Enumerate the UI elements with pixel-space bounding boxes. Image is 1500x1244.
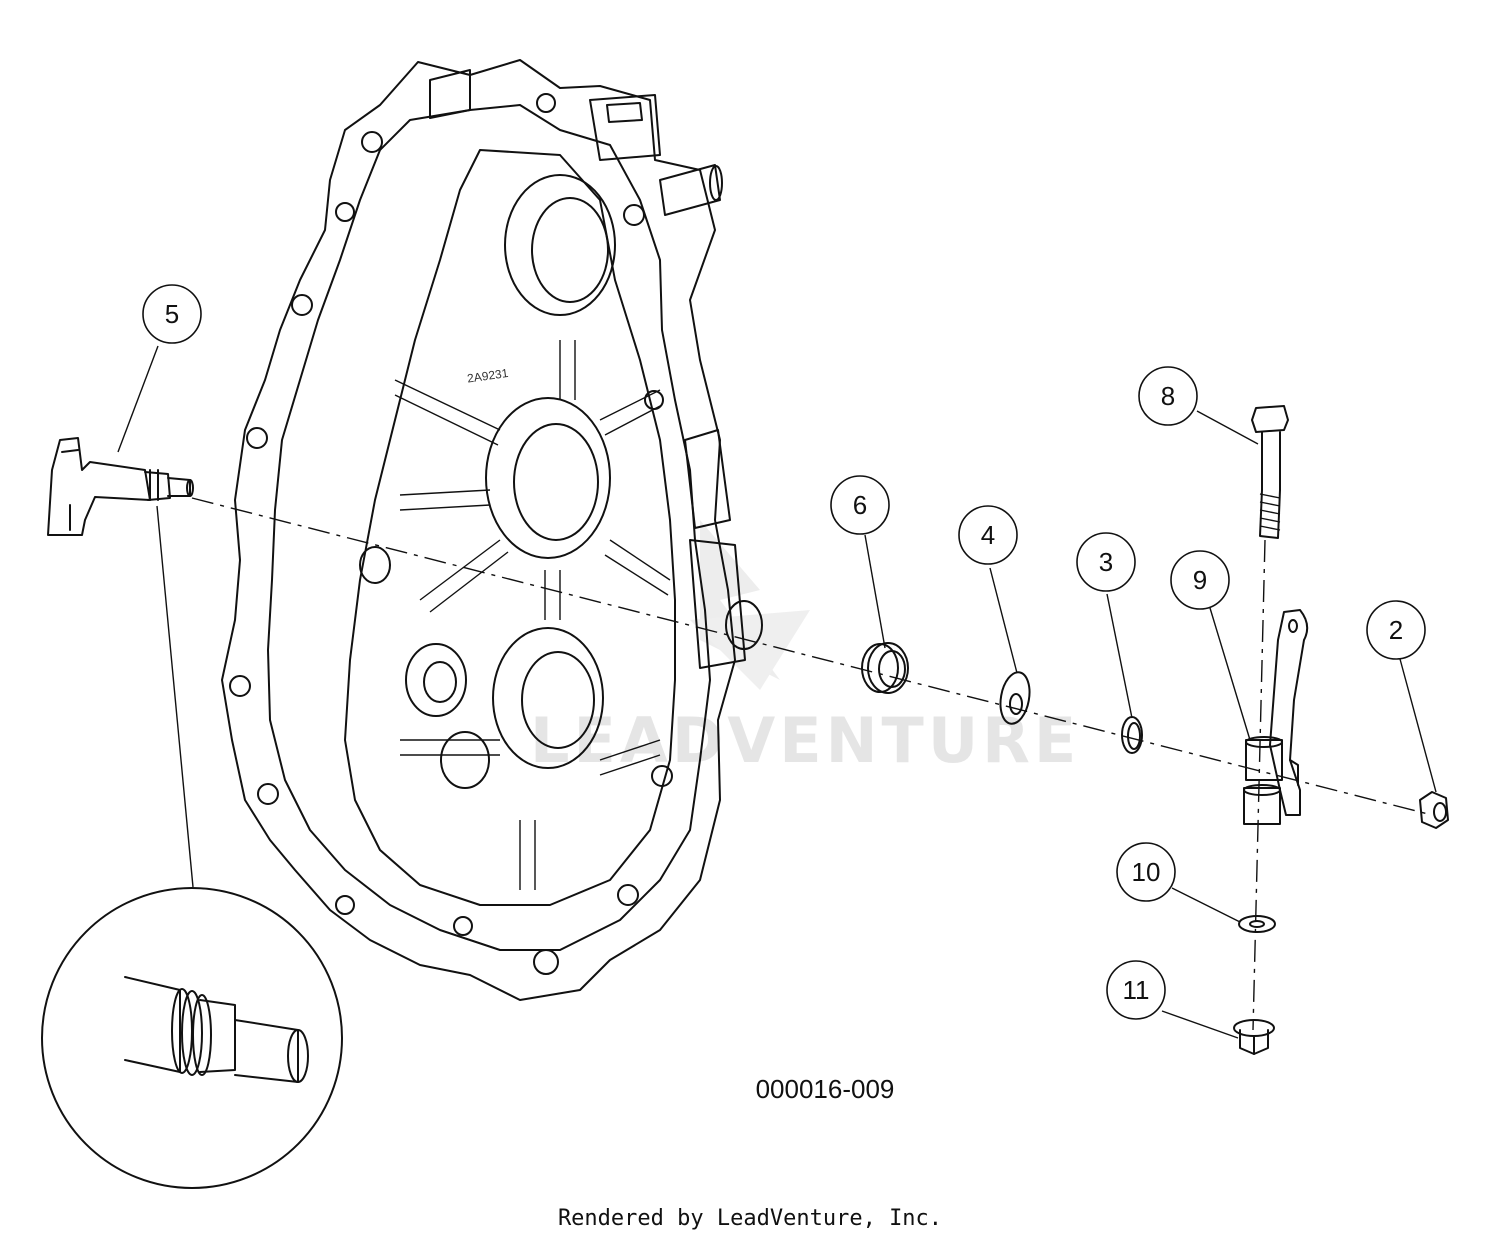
callout-label: 5: [165, 299, 179, 329]
hex-bolt: [1251, 405, 1289, 539]
leader-10: [1171, 887, 1241, 923]
casting-number: 2A9231: [466, 366, 509, 386]
leader-2: [1399, 658, 1437, 793]
callout-label: 9: [1193, 565, 1207, 595]
watermark-logo: LEADVENTURE: [530, 520, 1080, 777]
callout-3: 3: [1076, 532, 1136, 592]
callout-label: 11: [1123, 975, 1150, 1005]
leader-5: [117, 345, 159, 453]
callout-label: 3: [1099, 547, 1113, 577]
callout-6: 6: [830, 475, 890, 535]
small-washer: [1238, 915, 1276, 933]
callout-label: 8: [1161, 381, 1175, 411]
shaft-detail-view: [41, 887, 343, 1189]
watermark-text: LEADVENTURE: [530, 704, 1080, 777]
leader-3: [1106, 593, 1133, 719]
callout-2: 2: [1366, 600, 1426, 660]
shift-lever: [1243, 609, 1309, 825]
oil-seal: [861, 642, 909, 694]
callout-11: 11: [1106, 960, 1166, 1020]
callout-5: 5: [142, 284, 202, 344]
callout-label: 2: [1389, 615, 1403, 645]
detail-leader-line: [156, 505, 194, 888]
flange-nut: [1233, 1019, 1275, 1055]
shift-shaft: [47, 437, 194, 536]
retaining-ring: [1121, 716, 1143, 754]
shaft-axis-line: [191, 497, 1433, 816]
callout-4: 4: [958, 505, 1018, 565]
leader-8: [1196, 410, 1259, 445]
figure-number: 000016-009: [755, 1074, 895, 1104]
footer-credit: Rendered by LeadVenture, Inc.: [557, 1206, 943, 1231]
callout-10: 10: [1116, 842, 1176, 902]
hex-nut: [1419, 791, 1449, 829]
callout-9: 9: [1170, 550, 1230, 610]
callout-label: 10: [1132, 857, 1161, 887]
leader-11: [1161, 1010, 1239, 1039]
flat-washer: [999, 671, 1031, 725]
callout-label: 6: [853, 490, 867, 520]
leader-6: [864, 534, 886, 649]
leader-4: [989, 567, 1018, 674]
callout-label: 4: [981, 520, 995, 550]
callout-8: 8: [1138, 366, 1198, 426]
leader-9: [1209, 607, 1251, 741]
gear-housing: [221, 59, 763, 1001]
